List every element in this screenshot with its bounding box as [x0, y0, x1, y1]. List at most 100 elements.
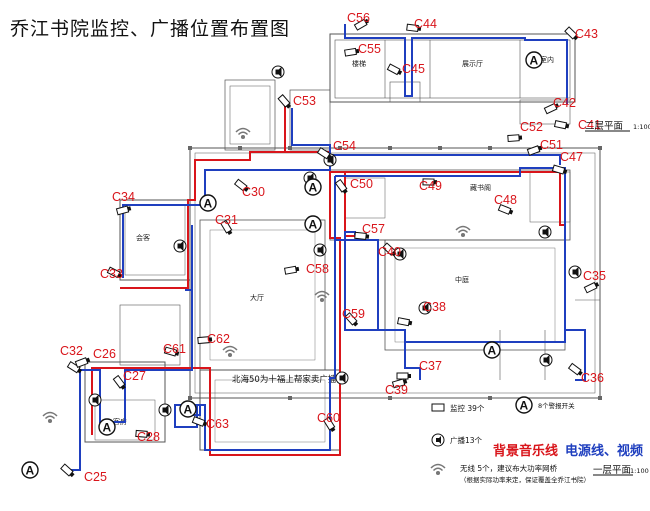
camera-icon	[553, 120, 570, 130]
legend-power-video: 电源线、视频	[565, 443, 643, 459]
camera-icon	[74, 357, 91, 368]
upper-floor-plan	[329, 33, 576, 125]
camera-label: C61	[163, 342, 186, 356]
broadcast-speaker-icon	[538, 225, 552, 239]
wifi-icon	[455, 225, 471, 238]
camera-label: C56	[347, 11, 370, 25]
alarm-switches: A A A A A A A	[21, 178, 501, 479]
camera-icon	[551, 164, 568, 175]
camera-label: C28	[137, 430, 160, 444]
camera-icons	[60, 18, 600, 478]
floor1-label: 一层平面	[593, 465, 631, 476]
camera-icon	[344, 47, 360, 57]
wifi-icon	[42, 411, 58, 424]
camera-label: C32	[60, 344, 83, 358]
camera-icon	[526, 145, 543, 156]
legend: 监控 39个 A 8个警报开关 广播13个 背景音乐线 电源线、视频 无线 5个…	[430, 396, 643, 484]
svg-text:A: A	[103, 421, 112, 435]
svg-text:楼梯: 楼梯	[352, 59, 366, 68]
alarm-switch-icon	[21, 461, 39, 479]
camera-label: C57	[362, 222, 385, 236]
svg-text:会客: 会客	[136, 233, 150, 242]
camera-label: C50	[350, 177, 373, 191]
broadcast-speaker-icon	[539, 353, 553, 367]
camera-label: C44	[414, 17, 437, 31]
wifi-icon	[314, 290, 330, 303]
camera-label: C30	[242, 185, 265, 199]
camera-label: C59	[342, 307, 365, 321]
alarm-switch-icon	[179, 400, 197, 418]
column-grid	[188, 146, 602, 400]
camera-icon	[497, 203, 514, 215]
broadcast-speaker-icon	[335, 371, 349, 385]
svg-text:A: A	[204, 197, 213, 211]
camera-icon	[583, 281, 600, 294]
camera-icon	[316, 146, 332, 160]
camera-icon	[564, 26, 579, 41]
camera-icon	[396, 317, 413, 327]
broadcast-speaker-icon	[158, 403, 172, 417]
broadcast-speaker-icon	[173, 239, 187, 253]
legend-camera: 监控 39个	[450, 403, 485, 413]
svg-text:A: A	[488, 344, 497, 358]
camera-label: C35	[583, 269, 606, 283]
svg-text:A: A	[26, 464, 35, 478]
camera-label: C51	[540, 138, 563, 152]
camera-label: C41	[578, 118, 601, 132]
alarm-switch-icon	[199, 194, 217, 212]
hall-label: 北海50为十福上帮家卖广播区	[232, 374, 345, 385]
wifi-icon	[235, 127, 251, 140]
alarm-glyph: A	[530, 54, 539, 68]
main-floor-walls	[84, 79, 601, 451]
svg-text:藏书阁: 藏书阁	[470, 183, 491, 192]
camera-label: C45	[402, 62, 425, 76]
camera-label: C49	[419, 179, 442, 193]
legend-music-line: 背景音乐线	[493, 443, 558, 459]
camera-icon	[106, 266, 123, 279]
alarm-switch-icon	[304, 178, 322, 196]
camera-icon	[334, 178, 348, 194]
legend-wifi-line2: （根据实际功率来定，保证覆盖全乔江书院）	[460, 475, 590, 484]
camera-label: C25	[84, 470, 107, 484]
broadcast-icons	[88, 65, 582, 417]
wifi-icons	[42, 127, 471, 424]
alarm-switch-icon	[525, 51, 543, 69]
camera-icon	[507, 134, 523, 143]
camera-icon	[543, 102, 560, 115]
camera-icon	[354, 231, 370, 240]
camera-label: C39	[385, 383, 408, 397]
camera-icon	[60, 463, 75, 478]
camera-label: C33	[100, 267, 123, 281]
camera-icon	[191, 416, 208, 427]
page-title: 乔江书院监控、广播位置布置图	[10, 18, 291, 40]
broadcast-speaker-icon	[431, 433, 445, 447]
camera-icon	[284, 265, 300, 275]
svg-text:A: A	[184, 403, 193, 417]
alarm-switch-icon	[483, 341, 501, 359]
camera-label: C54	[333, 139, 356, 153]
alarm-switch-icon	[304, 215, 322, 233]
floor2-scale: 1:100	[633, 123, 650, 131]
broadcast-speaker-icon	[271, 65, 285, 79]
broadcast-speaker-icon	[393, 247, 407, 261]
camera-label: C55	[358, 42, 381, 56]
camera-label: C40	[378, 245, 401, 259]
alarm-switch-icon	[98, 418, 116, 436]
broadcast-speaker-icon	[418, 301, 432, 315]
svg-text:A: A	[309, 181, 318, 195]
camera-label: C26	[93, 347, 116, 361]
camera-icon	[386, 63, 403, 76]
svg-text:室内: 室内	[540, 55, 554, 64]
camera-icon	[112, 374, 126, 390]
camera-icon	[197, 336, 213, 345]
camera-label: C62	[207, 332, 230, 346]
floor2-label: 二层平面	[585, 121, 623, 132]
camera-icon	[391, 378, 408, 389]
svg-text:中庭: 中庭	[455, 275, 469, 284]
svg-text:展示厅: 展示厅	[462, 60, 483, 68]
svg-text:A: A	[309, 218, 318, 232]
camera-label: C42	[553, 96, 576, 110]
camera-icon	[353, 18, 370, 31]
